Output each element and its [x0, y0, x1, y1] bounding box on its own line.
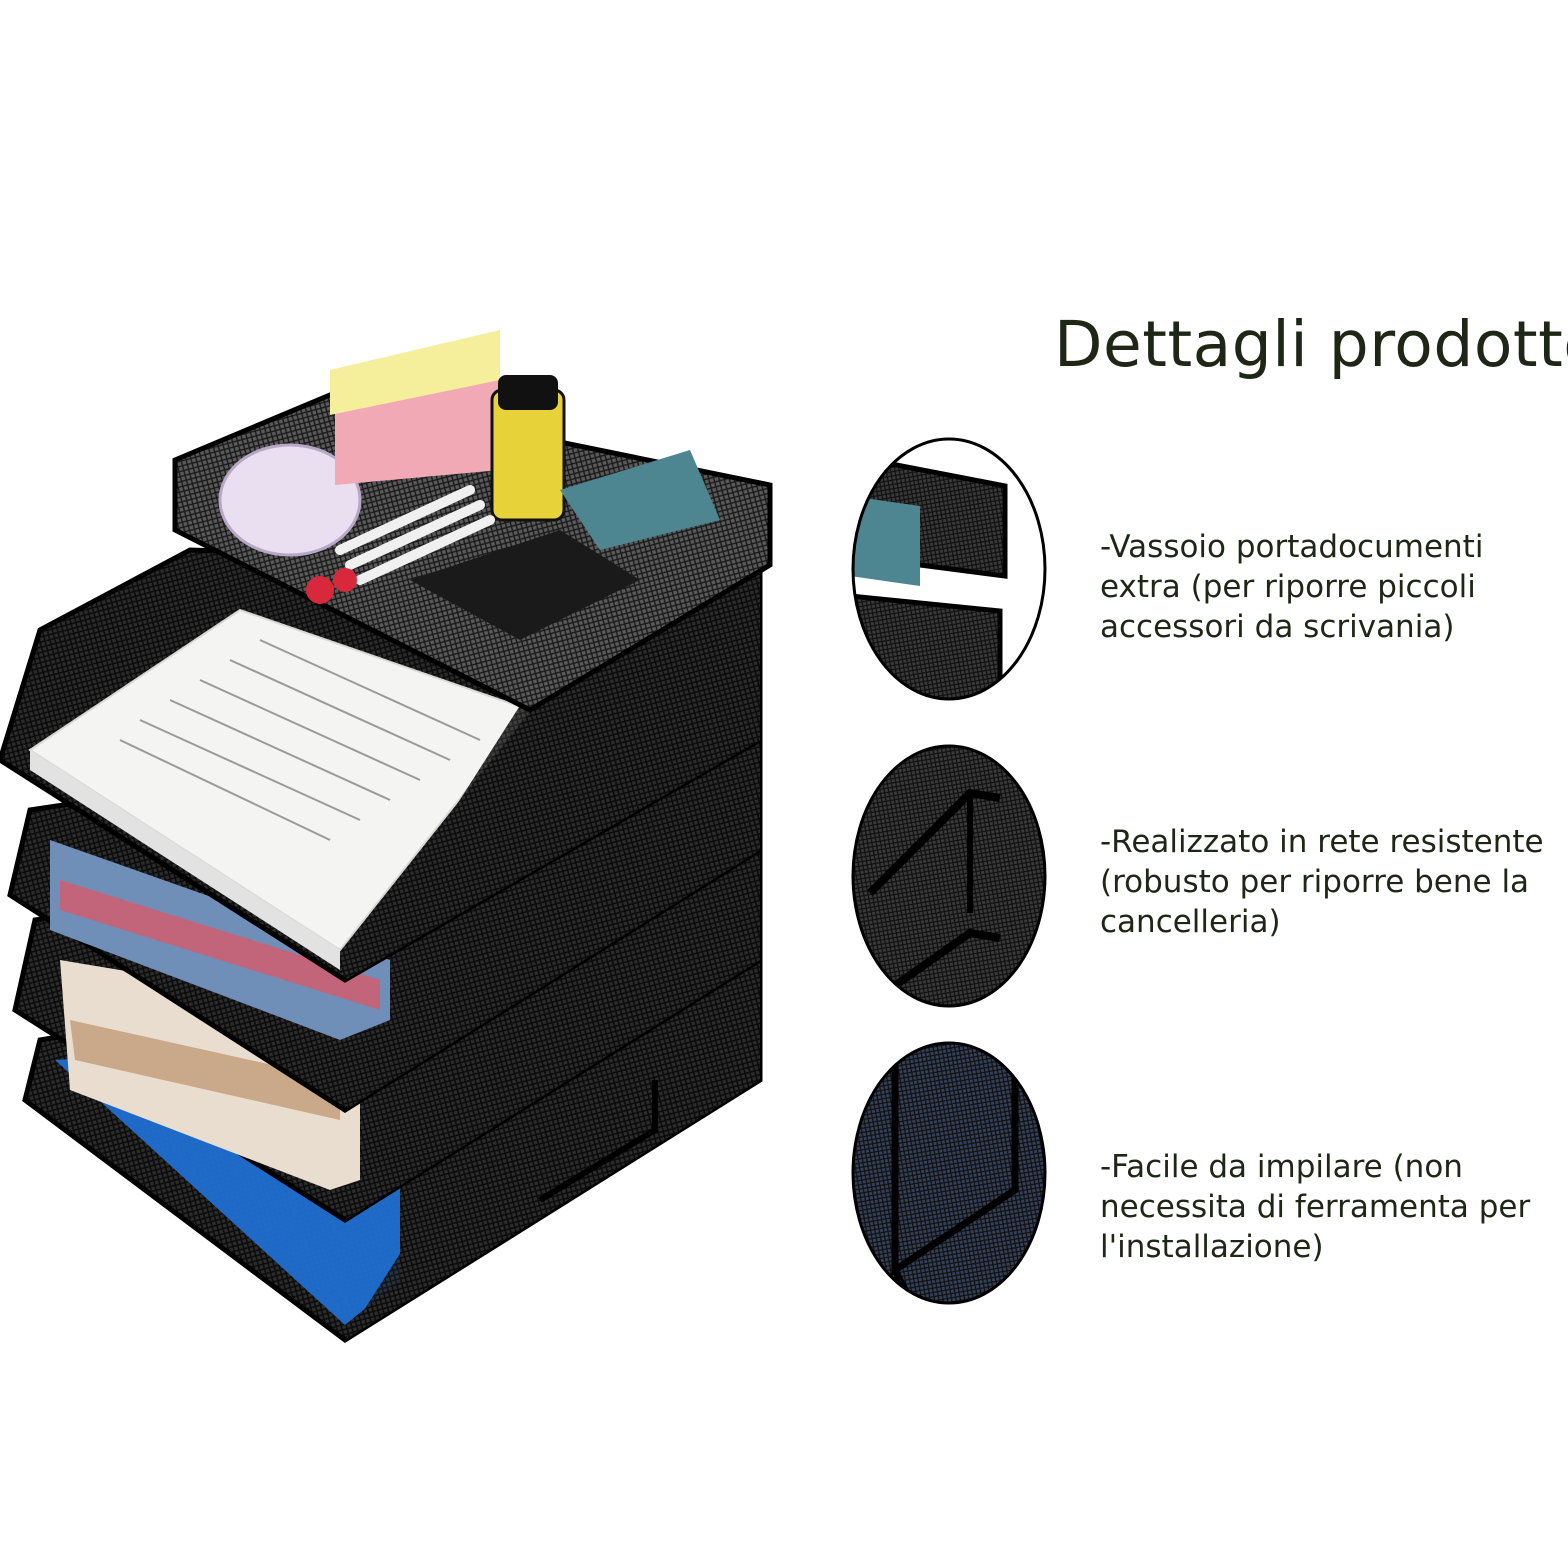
detail-image-accessory-tray	[851, 437, 1047, 701]
feature-line: -Facile da impilare (non	[1100, 1149, 1463, 1185]
feature-stacking: -Facile da impilare (non necessita di fe…	[1100, 1147, 1568, 1267]
feature-line: (robusto per riporre bene la	[1100, 864, 1530, 900]
feature-line: -Vassoio portadocumenti	[1100, 529, 1484, 565]
accessory-tray	[172, 330, 773, 713]
feature-line: l'installazione)	[1100, 1229, 1324, 1265]
feature-mesh: -Realizzato in rete resistente (robusto …	[1100, 822, 1568, 942]
feature-line: -Realizzato in rete resistente	[1100, 824, 1544, 860]
detail-image-stacking	[851, 1041, 1047, 1305]
feature-line: cancelleria)	[1100, 904, 1281, 940]
feature-line: necessita di ferramenta per	[1100, 1189, 1531, 1225]
feature-line: extra (per riporre piccoli	[1100, 569, 1476, 605]
feature-line: accessori da scrivania)	[1100, 609, 1455, 645]
product-image	[0, 330, 773, 1344]
page-title: Dettagli prodotto	[1054, 308, 1568, 381]
detail-image-mesh	[851, 744, 1047, 1008]
feature-accessory-tray: -Vassoio portadocumenti extra (per ripor…	[1100, 527, 1568, 647]
